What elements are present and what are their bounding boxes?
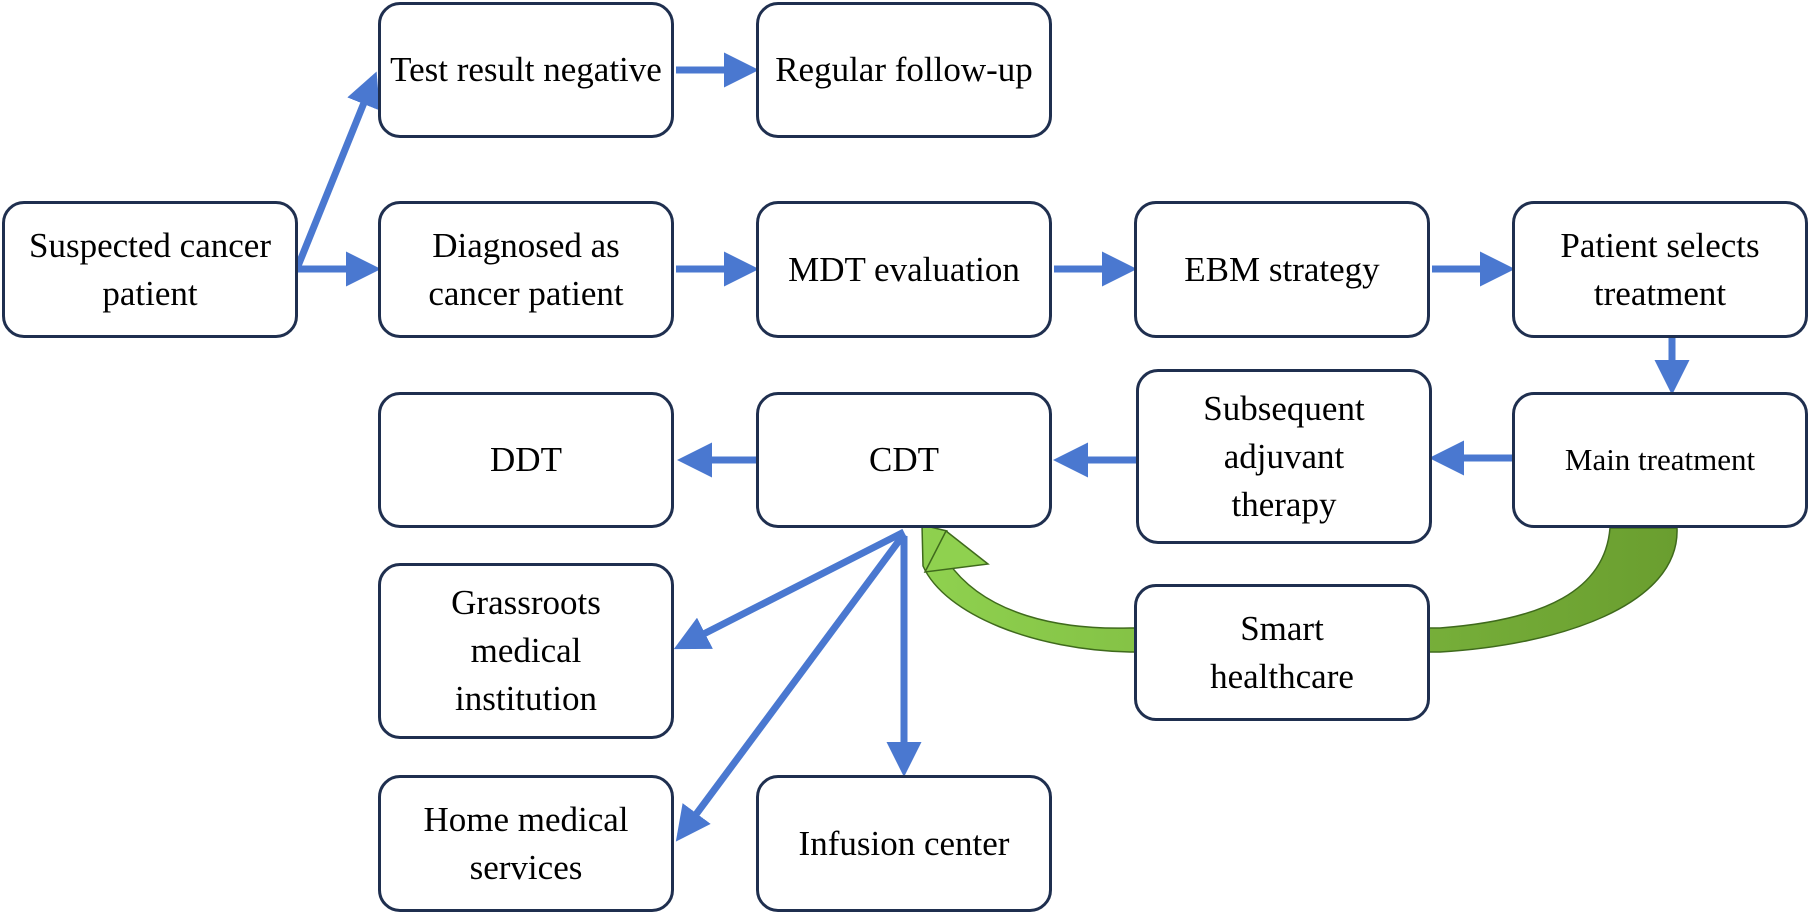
node-ebm-strategy: EBM strategy	[1134, 201, 1430, 338]
node-label: EBM strategy	[1184, 249, 1380, 289]
node-home-medical-services: Home medical services	[378, 775, 674, 912]
node-test-result-negative: Test result negative	[378, 2, 674, 138]
node-smart-healthcare: Smart healthcare	[1134, 584, 1430, 721]
node-label: Home medical services	[423, 799, 629, 887]
node-label: MDT evaluation	[788, 249, 1020, 289]
node-regular-follow-up: Regular follow-up	[756, 2, 1052, 138]
smart-healthcare-curve-head	[923, 529, 990, 573]
arrow-suspected-to-test-negative	[294, 71, 380, 268]
node-label: DDT	[490, 440, 562, 479]
node-grassroots-medical-institution: Grassroots medical institution	[378, 563, 674, 739]
node-main-treatment: Main treatment	[1512, 392, 1808, 528]
node-infusion-center: Infusion center	[756, 775, 1052, 912]
arrow-cdt-to-grassroots	[673, 528, 906, 650]
node-patient-selects-treatment: Patient selects treatment	[1512, 201, 1808, 338]
node-cdt: CDT	[756, 392, 1052, 528]
node-mdt-evaluation: MDT evaluation	[756, 201, 1052, 338]
node-label: Smart healthcare	[1210, 608, 1354, 696]
arrow-cdt-to-home-medical	[675, 531, 907, 842]
node-subsequent-adjuvant-therapy: Subsequent adjuvant therapy	[1136, 369, 1432, 544]
node-suspected-cancer-patient: Suspected cancer patient	[2, 201, 298, 338]
node-label: Subsequent adjuvant therapy	[1203, 388, 1365, 524]
node-label: Suspected cancer patient	[29, 225, 271, 313]
node-label: Diagnosed as cancer patient	[428, 225, 624, 313]
node-diagnosed-as-cancer-patient: Diagnosed as cancer patient	[378, 201, 674, 338]
node-label: Test result negative	[390, 50, 662, 89]
node-label: Main treatment	[1564, 442, 1756, 477]
node-label: Regular follow-up	[775, 50, 1033, 89]
smart-healthcare-curved-arrow	[921, 524, 1678, 653]
node-ddt: DDT	[378, 392, 674, 528]
node-label: Infusion center	[798, 823, 1010, 863]
node-label: Patient selects treatment	[1560, 225, 1760, 313]
node-label: CDT	[869, 440, 939, 479]
node-label: Grassroots medical institution	[451, 583, 601, 718]
